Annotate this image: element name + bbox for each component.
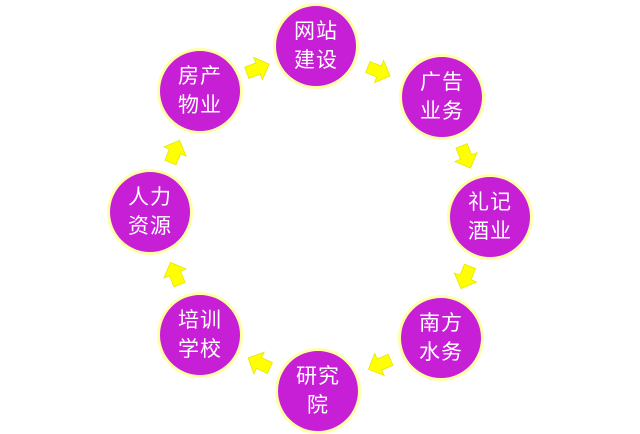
node-website-label: 网站 建设 <box>294 19 338 72</box>
node-institute-label: 研究 院 <box>296 364 340 417</box>
node-water: 南方 水务 <box>398 295 484 381</box>
node-advertising: 广告 业务 <box>399 54 485 140</box>
node-hr: 人力 资源 <box>107 169 193 255</box>
node-property: 房产 物业 <box>157 48 243 134</box>
node-school: 培训 学校 <box>157 292 243 378</box>
arrow-website-to-advertising <box>365 59 391 84</box>
node-school-label: 培训 学校 <box>178 308 222 361</box>
arrow-school-to-hr <box>163 261 188 288</box>
node-website: 网站 建设 <box>273 3 359 89</box>
node-institute: 研究 院 <box>275 348 361 434</box>
node-water-label: 南方 水务 <box>419 311 463 364</box>
node-advertising-label: 广告 业务 <box>420 70 464 123</box>
node-property-label: 房产 物业 <box>178 64 222 117</box>
arrow-advertising-to-liquor <box>453 143 478 169</box>
node-liquor: 礼记 酒业 <box>447 174 533 260</box>
node-liquor-label: 礼记 酒业 <box>468 190 512 243</box>
arrow-liquor-to-water <box>453 263 478 290</box>
node-hr-label: 人力 资源 <box>128 185 172 238</box>
arrow-institute-to-school <box>247 351 273 375</box>
arrow-hr-to-property <box>162 139 187 166</box>
arrow-property-to-website <box>244 56 270 81</box>
arrow-water-to-institute <box>367 352 394 377</box>
